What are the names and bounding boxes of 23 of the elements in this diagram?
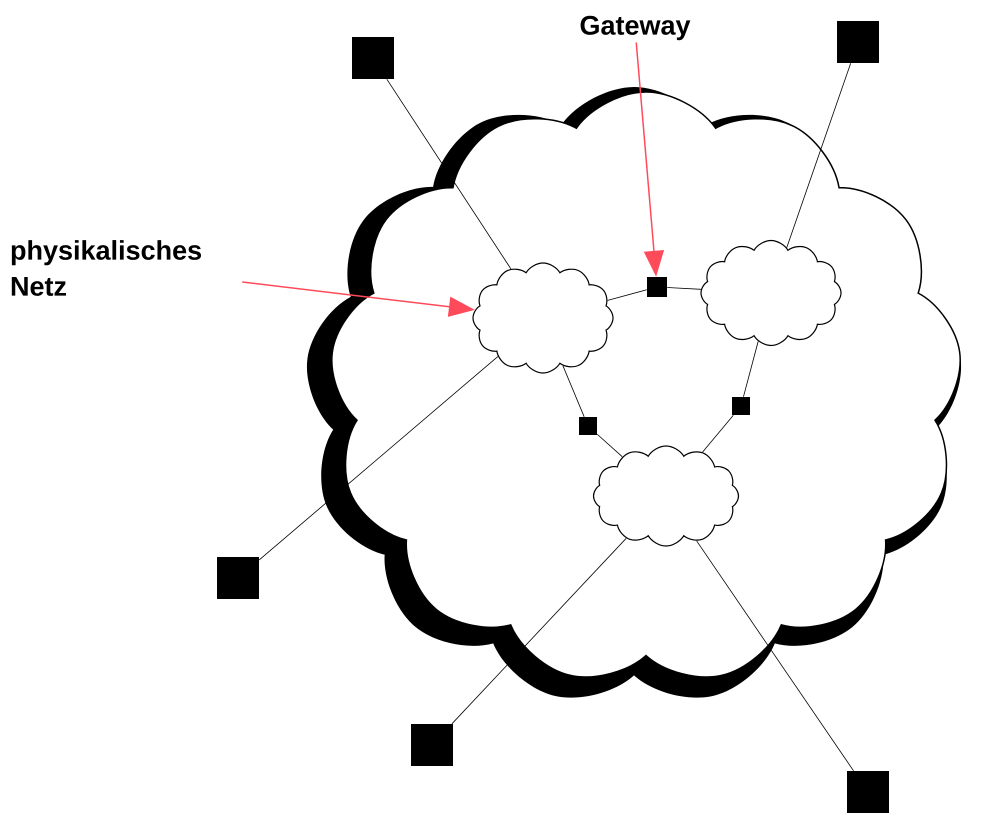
cloud-shape bbox=[472, 262, 614, 374]
label-text: physikalisches Netz bbox=[12, 240, 201, 296]
connector-line bbox=[702, 414, 734, 453]
connector-line bbox=[258, 356, 498, 560]
square bbox=[847, 771, 889, 813]
square bbox=[647, 277, 667, 297]
connector-line bbox=[607, 289, 648, 301]
connector-line bbox=[743, 341, 759, 398]
connector-line bbox=[596, 434, 623, 458]
square bbox=[352, 37, 394, 79]
cloud-shape bbox=[592, 445, 740, 547]
connector-line bbox=[386, 78, 512, 270]
connector-line bbox=[562, 365, 585, 418]
connector-line bbox=[452, 538, 627, 724]
label-text: Gateway bbox=[580, 16, 690, 40]
square bbox=[579, 417, 597, 435]
square bbox=[837, 21, 879, 63]
connector-line bbox=[696, 540, 854, 772]
square bbox=[411, 724, 453, 766]
connector-line bbox=[666, 287, 702, 290]
square bbox=[217, 557, 259, 599]
cloud-shape bbox=[700, 240, 842, 346]
square bbox=[732, 397, 750, 415]
